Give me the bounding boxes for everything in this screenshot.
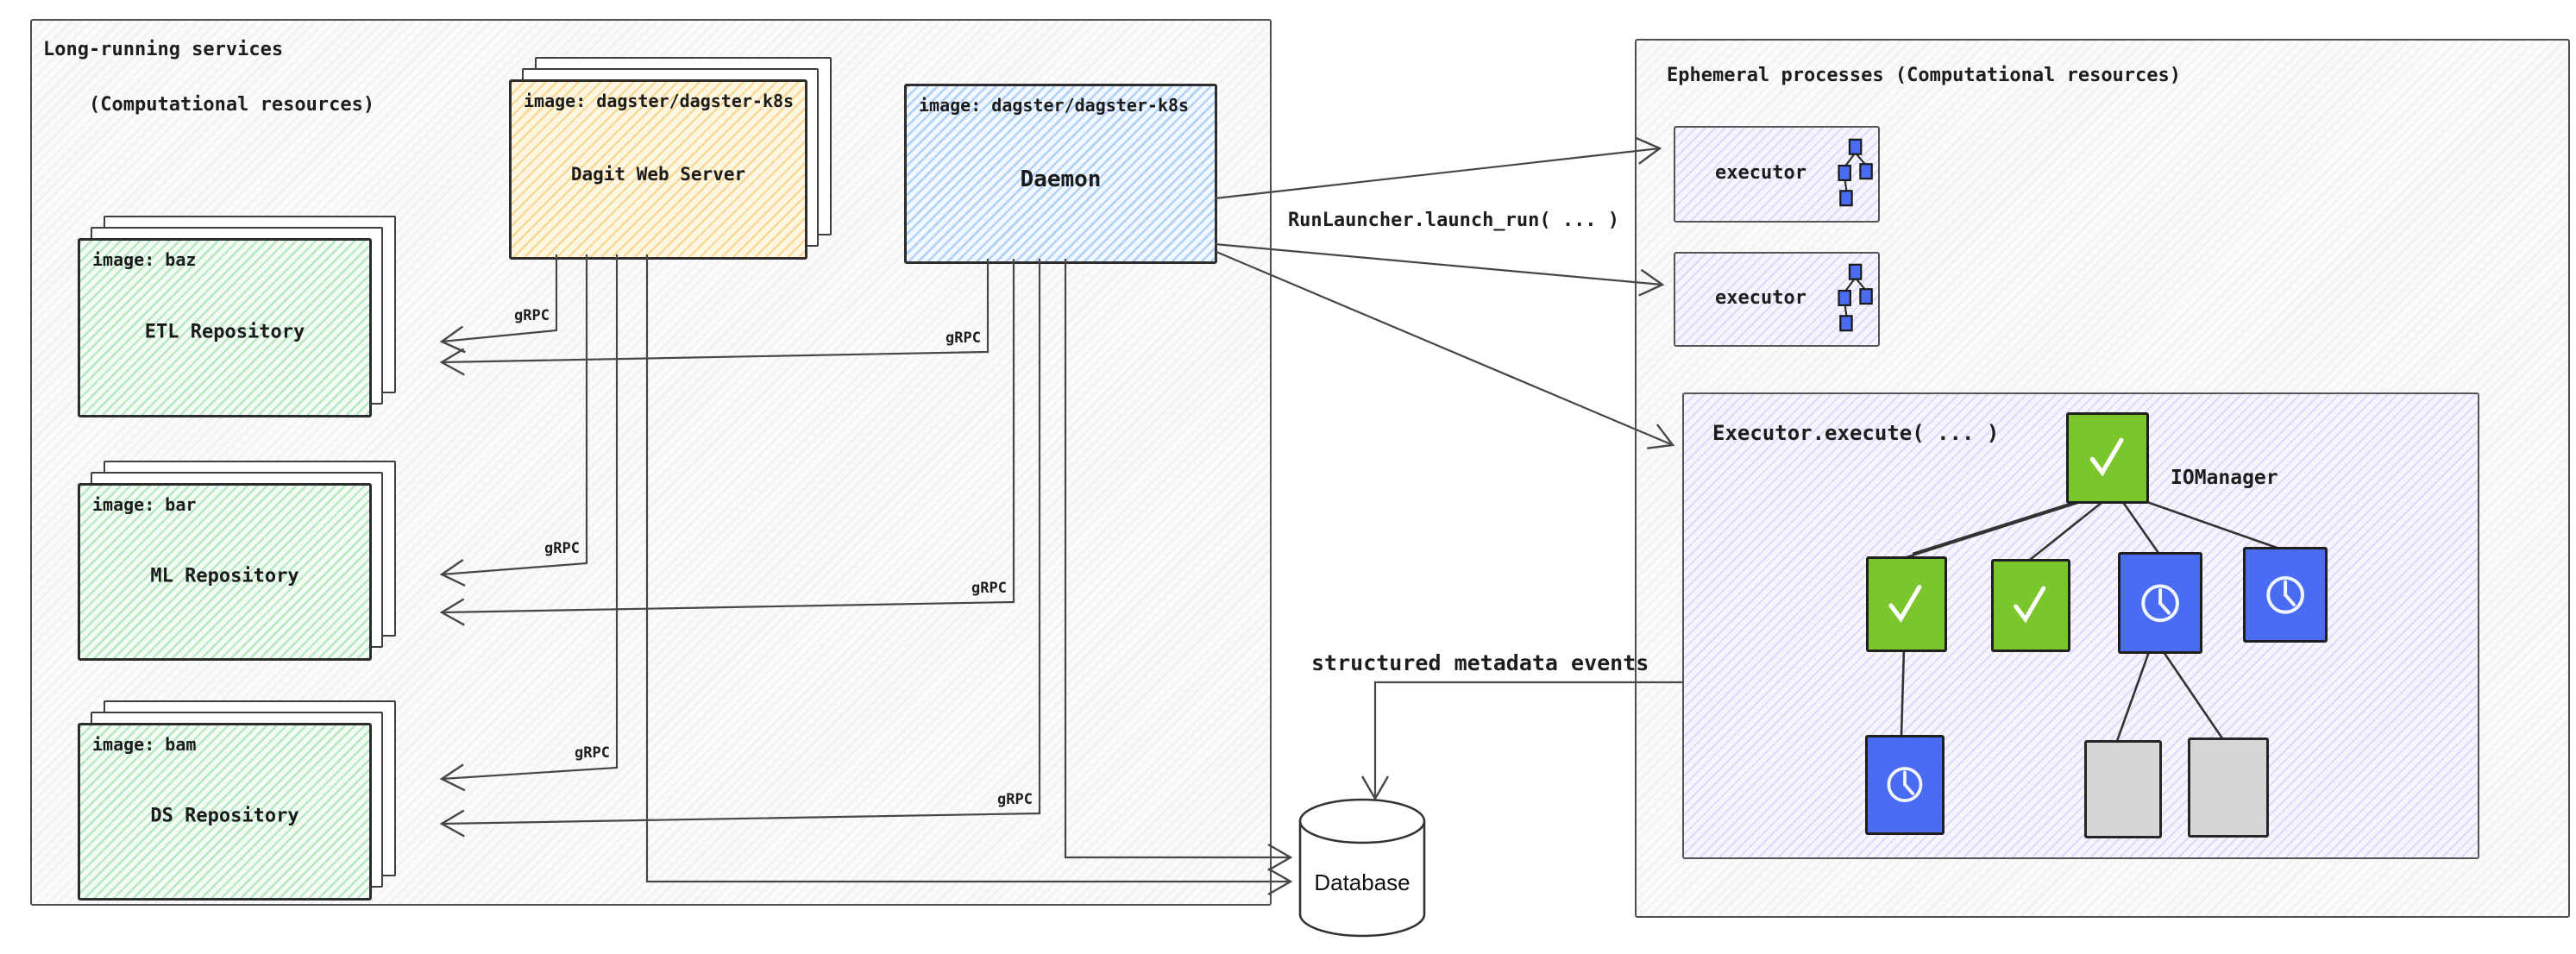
grpc-label-daemon-etl: gRPC: [946, 330, 981, 347]
dag-step-running: [2118, 552, 2202, 654]
dag-step-running: [1865, 735, 1945, 835]
dag-step-running: [2243, 547, 2328, 643]
ml-name: ML Repository: [150, 565, 299, 587]
daemon-image-label: image: dagster/dagster-k8s: [919, 95, 1190, 116]
database-cylinder: [1298, 798, 1426, 938]
etl-name: ETL Repository: [144, 321, 305, 343]
dag-step-success: [1991, 559, 2070, 652]
ds-repository-box: image: bam DS Repository: [78, 723, 372, 901]
ds-image-label: image: bam: [92, 734, 197, 755]
mini-dag-icon: [1838, 263, 1873, 332]
dag-step-pending: [2188, 737, 2269, 838]
clock-icon: [2266, 575, 2304, 614]
dag-step-pending: [2084, 740, 2162, 838]
database-label: Database: [1314, 869, 1411, 895]
clock-icon: [1887, 767, 1923, 803]
left-panel-title-line2: (Computational resources): [88, 93, 375, 116]
mini-dag-icon: [1838, 138, 1873, 207]
etl-repository-box: image: baz ETL Repository: [78, 238, 372, 417]
ml-repository-box: image: bar ML Repository: [78, 483, 372, 661]
grpc-label-dagit-ds: gRPC: [575, 744, 610, 762]
run-launcher-label: RunLauncher.launch_run( ... ): [1287, 210, 1620, 231]
dag-step-success: [1866, 556, 1947, 652]
left-panel-title-line1: Long-running services: [43, 39, 284, 60]
grpc-label-daemon-ds: gRPC: [997, 791, 1033, 808]
grpc-label-daemon-ml: gRPC: [971, 580, 1007, 597]
executor-execute-title: Executor.execute( ... ): [1712, 421, 2000, 445]
ml-image-label: image: bar: [92, 494, 197, 515]
daemon-name: Daemon: [1020, 166, 1102, 192]
iomanager-label: IOManager: [2171, 467, 2278, 489]
dagit-name: Dagit Web Server: [570, 163, 746, 185]
executor-2-label: executor: [1715, 286, 1806, 309]
structured-metadata-events-label: structured metadata events: [1311, 650, 1649, 675]
run-launcher-wires: [1214, 136, 1675, 449]
right-panel-title: Ephemeral processes (Computational resou…: [1667, 65, 2182, 86]
grpc-label-dagit-ml: gRPC: [544, 540, 580, 557]
grpc-label-dagit-etl: gRPC: [514, 307, 550, 324]
ds-name: DS Repository: [150, 805, 299, 827]
etl-image-label: image: baz: [92, 249, 197, 270]
executor-1-label: executor: [1715, 161, 1806, 184]
dagit-image-label: image: dagster/dagster-k8s: [524, 91, 795, 111]
daemon-box: image: dagster/dagster-k8s Daemon: [904, 84, 1217, 264]
check-icon: [1888, 584, 1922, 623]
dag-step-root-success: [2066, 412, 2149, 504]
clock-icon: [2141, 584, 2179, 622]
left-panel-title: Long-running services (Computational res…: [43, 36, 374, 147]
check-icon: [2014, 586, 2046, 624]
dagit-web-server-box: image: dagster/dagster-k8s Dagit Web Ser…: [509, 79, 807, 260]
check-icon: [2089, 437, 2124, 477]
